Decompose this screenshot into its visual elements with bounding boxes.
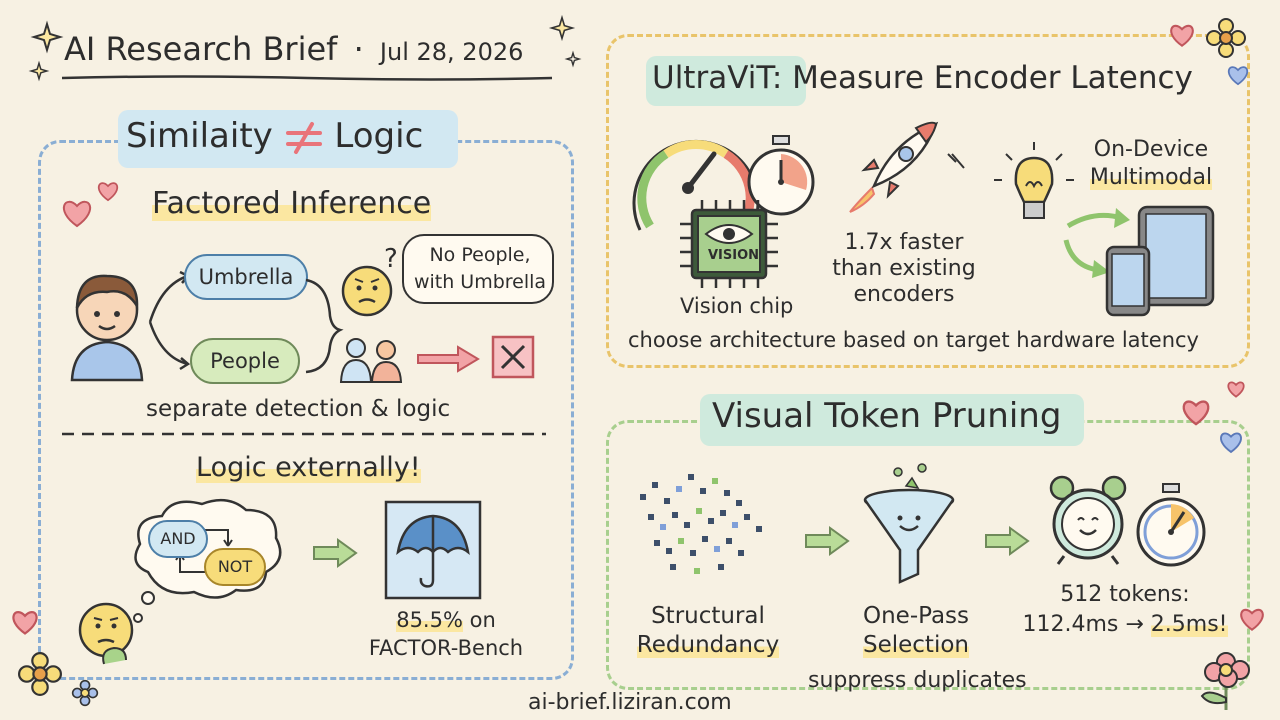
heart-bottom-right-icon [1182,400,1210,426]
ondevice-line2: Multimodal [1089,165,1213,190]
top-right-title: UltraViT: Measure Encoder Latency [652,60,1193,96]
heart-small-icon [97,182,119,202]
header-underline [61,75,553,81]
result-on: on [469,608,496,632]
heart-bl-icon [12,611,38,635]
subtitle-factored-inference: Factored Inference [152,186,432,221]
speedup-line3: encoders [853,282,955,307]
green-arrow-1-icon [805,526,850,556]
confused-face-icon [341,265,393,317]
top-right-title-box [646,56,806,106]
sparkle-right-small-icon [564,50,582,68]
step2-line1: One-Pass [862,603,970,629]
person-icon [70,274,144,382]
funnel-icon [863,463,955,584]
ondevice-text: On-Device Multimodal [1076,136,1226,192]
not-equal-icon [285,121,322,154]
merge-brace [305,278,344,374]
left-panel-title: Similaity Logic [126,116,423,156]
stopwatch-2-icon [1136,483,1206,567]
heart-bottom-icon [1240,608,1264,631]
tulip-icon [1200,652,1250,710]
pill-umbrella: Umbrella [184,254,308,300]
bottom-right-caption: suppress duplicates [808,668,1027,693]
sparkle-small-icon [28,60,50,82]
green-arrow-icon [313,538,358,568]
result-text: 85.5% on FACTOR-Bench [356,606,536,662]
sparkle-right-icon [548,14,576,42]
result-bench: FACTOR-Bench [368,636,524,660]
logic-not-bubble: NOT [204,548,266,586]
red-arrow-icon [417,345,480,373]
green-arrow-tablet-icon [1066,208,1130,229]
step1-line2: Redundancy [636,632,780,658]
heart-blue-icon [1227,66,1249,86]
title-measure: Measure Encoder Latency [792,60,1193,96]
green-arrow-phone-icon [1063,239,1110,278]
chip-label: VISION [708,248,760,263]
step2-text: One-Pass Selection [836,602,996,660]
people-icon [339,338,403,383]
sparkle-icon [30,20,64,54]
pill-people: People [190,338,300,384]
thinking-face-icon [78,591,155,665]
heart-top-right-icon [1170,24,1194,47]
umbrella-icon [384,500,482,600]
step1-line1: Structural [651,603,765,629]
heart-blue-br-icon [1220,432,1242,454]
speech-bubble [402,234,554,304]
top-right-caption: choose architecture based on target hard… [628,328,1199,352]
section2-title: Logic externally! [196,452,421,483]
title-logic: Logic [334,116,424,156]
heart-small-br-icon [1227,381,1245,398]
flower-top-icon [1206,18,1246,58]
stopwatch-icon [747,135,815,216]
footer-url[interactable]: ai-brief.liziran.com [528,690,732,715]
step1-text: Structural Redundancy [636,602,780,660]
vision-chip-icon [680,200,778,288]
result-line1: 512 tokens: [1060,582,1190,607]
phone-icon [1105,245,1151,317]
motion-lines [947,153,965,169]
step2-line2: Selection [863,632,969,658]
result-after: 2.5ms! [1150,612,1228,637]
left-caption: separate detection & logic [146,396,451,422]
alarm-clock-icon [1049,475,1127,565]
bottom-right-title: Visual Token Pruning [712,396,1062,436]
header: AI Research Brief · Jul 28, 2026 [64,30,523,68]
header-date: Jul 28, 2026 [379,38,524,66]
lightbulb-icon [994,142,1074,219]
cross-box-icon [491,335,535,379]
section-divider [62,432,546,436]
speedup-text: 1.7x faster than existing encoders [826,230,982,308]
pruning-result: 512 tokens: 112.4ms → 2.5ms! [1020,580,1230,640]
green-arrow-2-icon [985,526,1030,556]
token-grid-icon [640,474,762,574]
header-separator: · [353,30,364,68]
speedup-line2: than existing [832,256,976,281]
vision-chip-label: Vision chip [680,294,794,318]
rocket-icon [849,121,939,213]
title-ultravit: UltraViT: [652,60,783,96]
question-mark: ? [384,244,398,274]
result-percent: 85.5% [396,608,463,632]
left-panel-title-box [118,110,458,168]
flower-blue-icon [71,679,99,707]
bottom-right-title-box [700,394,1084,446]
ondevice-line1: On-Device [1093,137,1209,162]
tablet-icon [1137,205,1215,307]
speedup-line1: 1.7x faster [844,230,964,255]
flower-bl-icon [18,652,62,696]
logic-and-bubble: AND [148,520,208,558]
header-title: AI Research Brief [64,30,338,68]
heart-icon [62,200,92,228]
title-similarity: Similaity [126,116,273,156]
speech-bubble-text: No People, with Umbrella [413,244,547,293]
top-right-panel [606,34,1250,368]
result-before: 112.4ms → [1022,612,1144,637]
